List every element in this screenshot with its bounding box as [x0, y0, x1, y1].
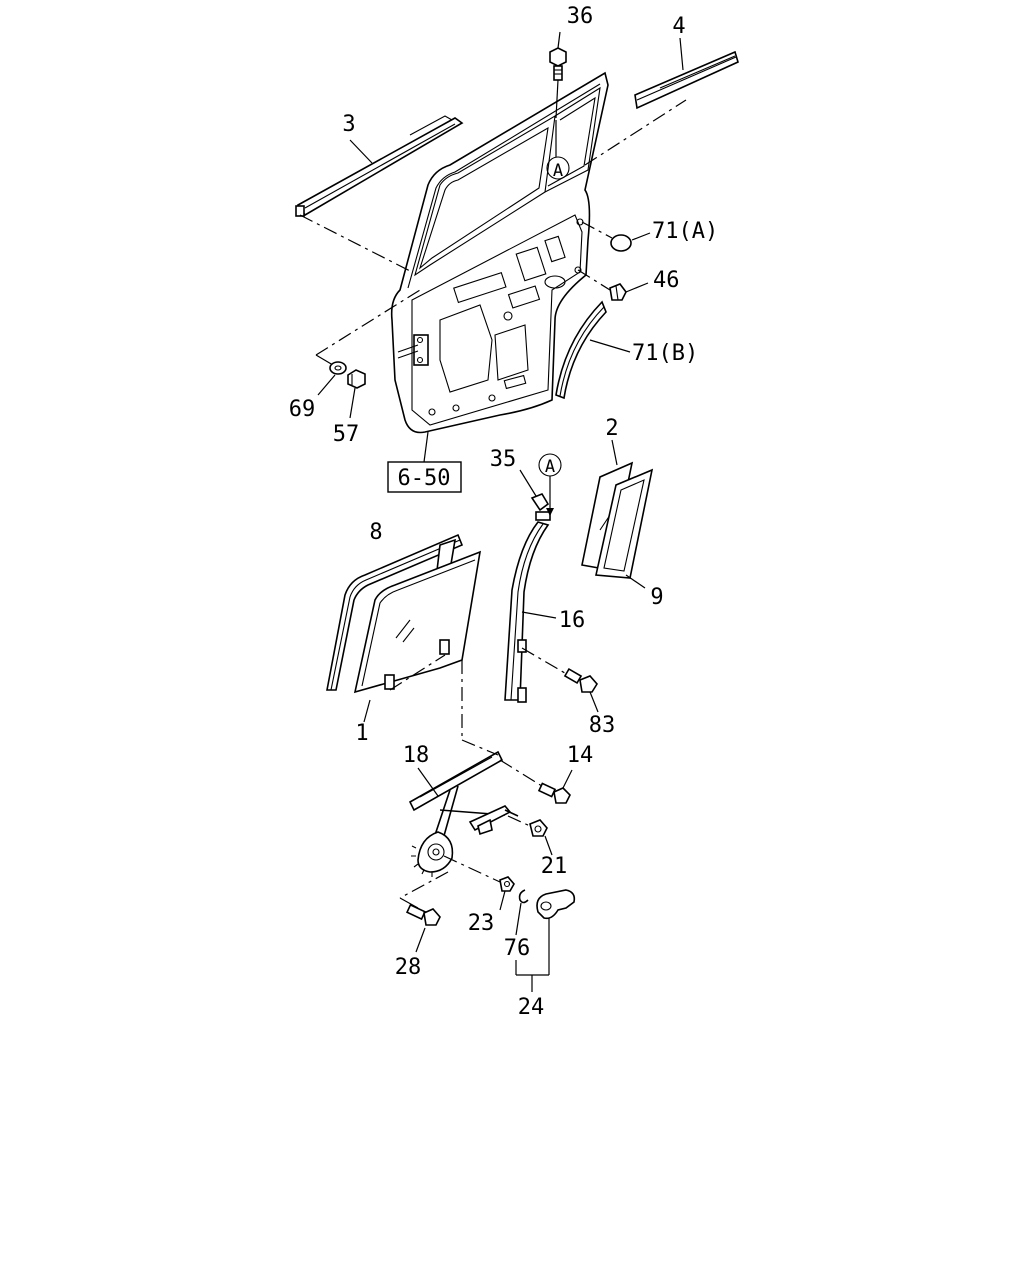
callout-35: 35 — [490, 447, 517, 472]
callout-labels: 36 4 3 71(A) 46 71(B) 69 57 35 2 8 9 16 … — [289, 4, 718, 1020]
part-83-bolt — [521, 647, 599, 713]
part-36-bolt — [549, 31, 567, 119]
callout-36: 36 — [567, 4, 594, 29]
callout-9: 9 — [650, 585, 663, 610]
part-24-handle — [515, 889, 576, 992]
part-3-belt-molding — [295, 115, 464, 217]
callout-46: 46 — [653, 268, 680, 293]
callout-76: 76 — [504, 936, 531, 961]
callout-23: 23 — [468, 911, 495, 936]
part-71a-plug — [581, 221, 651, 252]
part-21-nut — [507, 815, 553, 856]
part-46-grommet — [577, 269, 649, 301]
marker-a-upper: A — [546, 120, 570, 181]
callout-18: 18 — [403, 743, 430, 768]
part-4-weatherstrip — [634, 37, 739, 110]
callout-69: 69 — [289, 397, 316, 422]
door-panel — [390, 71, 609, 434]
callout-16: 16 — [559, 608, 586, 633]
marker-a-upper-label: A — [553, 161, 563, 181]
callout-71a: 71(A) — [652, 219, 718, 244]
part-69-washer — [317, 361, 347, 396]
part-1-door-glass — [353, 550, 482, 740]
callout-14: 14 — [567, 743, 594, 768]
marker-a-lower: A — [538, 453, 562, 516]
callout-28: 28 — [395, 955, 422, 980]
reference-box: 6-50 — [387, 431, 462, 493]
part-57-bolt — [347, 369, 366, 419]
part-23-nut — [443, 855, 515, 911]
callout-4: 4 — [672, 14, 685, 39]
part-18-regulator — [408, 739, 519, 877]
part-35-clip — [519, 469, 550, 512]
callout-57: 57 — [333, 422, 360, 447]
callout-83: 83 — [589, 713, 616, 738]
marker-a-lower-label: A — [545, 457, 555, 477]
part-14-bolt — [499, 759, 573, 804]
callout-3: 3 — [342, 112, 355, 137]
callout-8: 8 — [369, 520, 382, 545]
part-28-bolt — [399, 871, 449, 953]
part-76-clip — [515, 889, 529, 936]
reference-label: 6-50 — [398, 466, 451, 491]
callout-2: 2 — [605, 416, 618, 441]
part-9-quarter-seal — [595, 468, 654, 589]
part-16-guide — [504, 511, 557, 703]
part-71b-seal — [555, 300, 631, 400]
callout-71b: 71(B) — [632, 341, 698, 366]
callout-21: 21 — [541, 854, 568, 879]
callout-1: 1 — [355, 721, 368, 746]
callout-24: 24 — [518, 995, 545, 1020]
